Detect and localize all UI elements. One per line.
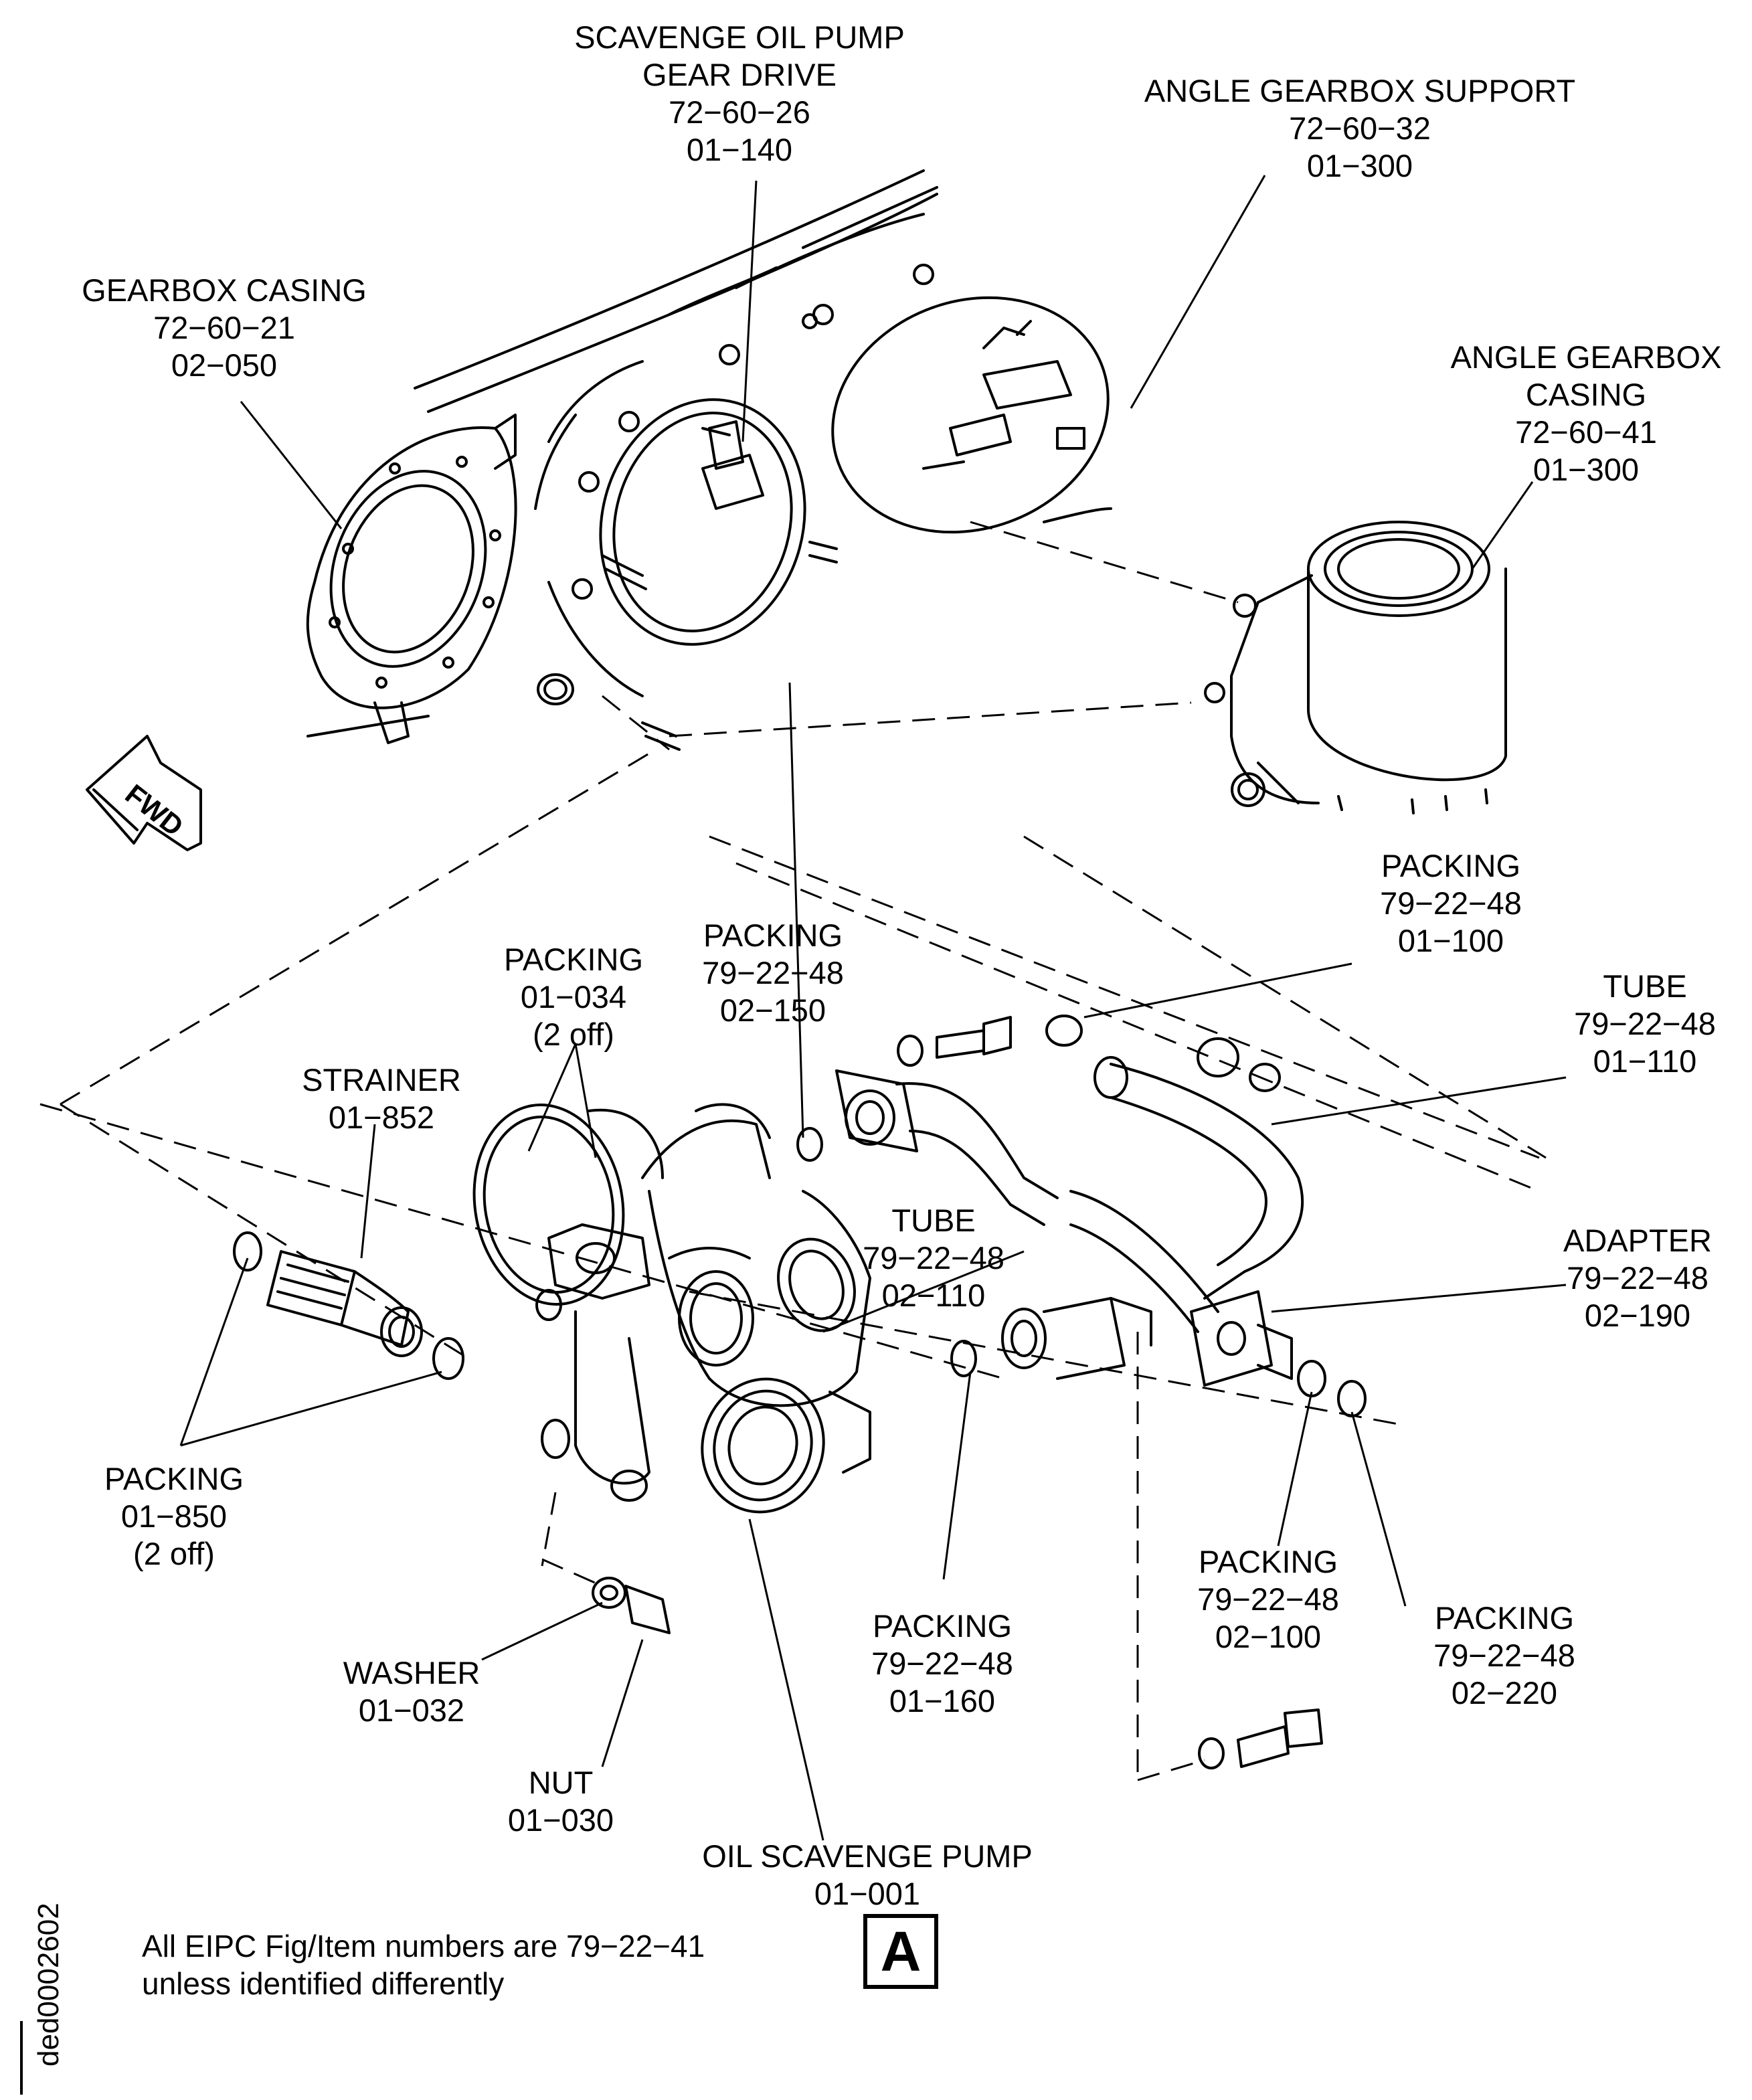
callout-ref: 72−60−26 bbox=[669, 94, 810, 130]
callout-strainer: STRAINER 01−852 bbox=[302, 1061, 461, 1136]
callout-oil-scavenge-pump: OIL SCAVENGE PUMP 01−001 bbox=[702, 1838, 1033, 1913]
callout-packing-01-100: PACKING 79−22−48 01−100 bbox=[1380, 847, 1522, 960]
eipc-note: All EIPC Fig/Item numbers are 79−22−41 u… bbox=[142, 1927, 705, 2002]
callout-name: ANGLE GEARBOX bbox=[1450, 339, 1722, 375]
eipc-note-line: All EIPC Fig/Item numbers are 79−22−41 bbox=[142, 1929, 705, 1963]
callout-packing-02-220: PACKING 79−22−48 02−220 bbox=[1433, 1599, 1575, 1712]
strainer-drawing bbox=[233, 1231, 464, 1380]
callout-item: 01−850 bbox=[120, 1498, 228, 1534]
svg-text:FWD: FWD bbox=[120, 778, 189, 843]
callout-item: 01−034 bbox=[520, 979, 627, 1015]
callout-item: 01−001 bbox=[814, 1876, 921, 1911]
callout-packing-02-150: PACKING 79−22−48 02−150 bbox=[702, 917, 844, 1029]
callout-ref: 79−22−48 bbox=[1433, 1638, 1575, 1673]
callout-name: STRAINER bbox=[302, 1062, 461, 1098]
callout-ref: 79−22−48 bbox=[871, 1646, 1013, 1681]
callout-name: PACKING bbox=[1198, 1544, 1338, 1579]
callout-nut: NUT 01−030 bbox=[508, 1764, 614, 1839]
callout-tube-01-110: TUBE 79−22−48 01−110 bbox=[1574, 968, 1716, 1080]
callout-item: 02−190 bbox=[1584, 1298, 1691, 1333]
callout-item: 01−030 bbox=[507, 1802, 614, 1838]
callout-item: 01−300 bbox=[1532, 452, 1640, 487]
callout-name: WASHER bbox=[343, 1655, 480, 1690]
leader-lines bbox=[179, 175, 1567, 1841]
callout-item: 01−110 bbox=[1593, 1043, 1697, 1079]
callout-item: 01−100 bbox=[1397, 923, 1504, 958]
callout-packing-02-100: PACKING 79−22−48 02−100 bbox=[1197, 1543, 1339, 1656]
callout-ref: 72−60−41 bbox=[1515, 414, 1657, 450]
callout-name: TUBE bbox=[891, 1203, 976, 1238]
callout-packing-01-034: PACKING 01−034 (2 off) bbox=[504, 941, 643, 1053]
callout-name: GEARBOX CASING bbox=[82, 272, 367, 308]
oil-scavenge-pump-drawing bbox=[472, 1103, 871, 1514]
callout-angle-gearbox-support: ANGLE GEARBOX SUPPORT 72−60−32 01−300 bbox=[1144, 72, 1575, 185]
callout-packing-01-160: PACKING 79−22−48 01−160 bbox=[871, 1607, 1013, 1720]
view-letter: A bbox=[863, 1914, 938, 1989]
callout-item: 02−150 bbox=[719, 992, 826, 1028]
callout-item: 02−220 bbox=[1451, 1675, 1558, 1711]
callout-tube-02-110: TUBE 79−22−48 02−110 bbox=[863, 1202, 1004, 1314]
callout-packing-01-850: PACKING 01−850 (2 off) bbox=[104, 1460, 244, 1573]
callout-name: PACKING bbox=[1381, 848, 1521, 883]
angle-gearbox-casing-drawing bbox=[1204, 521, 1507, 814]
callout-qty: (2 off) bbox=[533, 1017, 614, 1052]
callout-ref: 79−22−48 bbox=[702, 955, 844, 990]
callout-ref: 72−60−21 bbox=[153, 310, 295, 345]
callout-ref: 79−22−48 bbox=[1567, 1260, 1709, 1296]
callout-ref: 79−22−48 bbox=[1380, 885, 1522, 921]
callout-name: TUBE bbox=[1603, 968, 1687, 1004]
callout-name: PACKING bbox=[1434, 1600, 1575, 1636]
callout-name: PACKING bbox=[872, 1608, 1013, 1644]
callout-ref: 72−60−32 bbox=[1289, 110, 1431, 146]
callout-item: 01−852 bbox=[328, 1100, 435, 1135]
eipc-note-line: unless identified differently bbox=[142, 1966, 505, 2001]
callout-angle-gearbox-casing: ANGLE GEARBOX CASING 72−60−41 01−300 bbox=[1451, 339, 1722, 489]
callout-washer: WASHER 01−032 bbox=[343, 1654, 480, 1729]
callout-name: PACKING bbox=[503, 942, 644, 977]
callout-name: GEAR DRIVE bbox=[642, 57, 837, 92]
callout-name: NUT bbox=[528, 1765, 594, 1800]
callout-name: OIL SCAVENGE PUMP bbox=[702, 1838, 1033, 1874]
callout-item: 01−032 bbox=[358, 1692, 465, 1728]
drawing-ref: ded0002602 bbox=[32, 1903, 65, 2067]
callout-name: SCAVENGE OIL PUMP bbox=[574, 19, 905, 55]
callout-item: 02−110 bbox=[881, 1278, 986, 1313]
callout-name: ANGLE GEARBOX SUPPORT bbox=[1144, 73, 1576, 108]
callout-scavenge-oil-pump-gear-drive: SCAVENGE OIL PUMP GEAR DRIVE 72−60−26 01… bbox=[574, 19, 905, 169]
callout-gearbox-casing: GEARBOX CASING 72−60−21 02−050 bbox=[82, 272, 367, 384]
tube-assembly-drawing bbox=[592, 1015, 1367, 1769]
callout-adapter: ADAPTER 79−22−48 02−190 bbox=[1563, 1222, 1712, 1334]
gearbox-casing-drawing bbox=[306, 169, 1112, 751]
callout-item: 02−100 bbox=[1215, 1619, 1322, 1654]
callout-ref: 79−22−48 bbox=[1197, 1581, 1339, 1617]
callout-item: 02−050 bbox=[171, 347, 278, 383]
callout-ref: 79−22−48 bbox=[863, 1240, 1004, 1276]
callout-name: PACKING bbox=[104, 1461, 244, 1496]
callout-item: 01−300 bbox=[1306, 148, 1413, 183]
alignment-lines bbox=[39, 521, 1547, 1781]
callout-ref: 79−22−48 bbox=[1574, 1006, 1716, 1041]
drawing-ref-bar bbox=[20, 2021, 23, 2095]
callout-name: CASING bbox=[1525, 377, 1647, 412]
callout-item: 01−160 bbox=[889, 1683, 996, 1719]
callout-item: 01−140 bbox=[686, 132, 793, 167]
forward-arrow-icon: FWD bbox=[86, 735, 202, 851]
callout-name: PACKING bbox=[703, 917, 843, 953]
callout-qty: (2 off) bbox=[133, 1536, 215, 1571]
callout-name: ADAPTER bbox=[1563, 1223, 1712, 1258]
